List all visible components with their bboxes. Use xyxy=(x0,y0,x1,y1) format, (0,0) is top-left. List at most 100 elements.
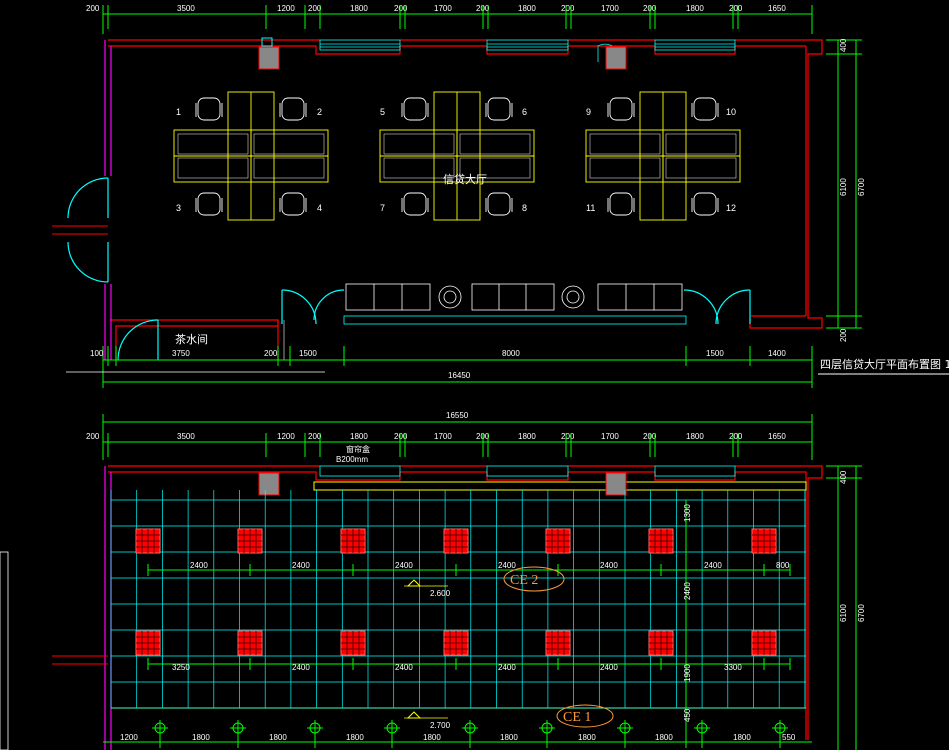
column-cap xyxy=(261,37,273,47)
v-dim-4: 450 xyxy=(683,708,692,722)
seat-number: 3 xyxy=(176,203,181,213)
ceiling-top-dim-13: 200 xyxy=(729,432,743,441)
row1-dim: 2400 xyxy=(498,561,516,570)
row1-dim: 2400 xyxy=(292,561,310,570)
row1-dim: 2400 xyxy=(395,561,413,570)
chair xyxy=(401,97,429,121)
bottom-dimension-chain xyxy=(66,346,813,388)
ceiling-bottom-dim: 1800 xyxy=(192,733,210,742)
desk-cluster xyxy=(173,91,329,221)
ceiling-top-dim-10: 1700 xyxy=(601,432,619,441)
ceiling-top-dim-6: 1700 xyxy=(434,432,452,441)
top-dim-4: 1800 xyxy=(350,4,368,13)
ce-label-2: CE 1 xyxy=(563,710,591,725)
total-dim-2: 16550 xyxy=(446,411,469,420)
bottom-dim-2: 200 xyxy=(264,349,278,358)
ceiling-top-dim-4: 1800 xyxy=(350,432,368,441)
sprinkler-marker xyxy=(539,720,555,748)
column xyxy=(605,46,627,70)
ceiling-plan: 16550 2003500120020018002001700200180020… xyxy=(0,411,866,750)
seat-number: 6 xyxy=(522,107,527,117)
top-dim-12: 1800 xyxy=(686,4,704,13)
row1-dim: 2400 xyxy=(600,561,618,570)
desk-cluster xyxy=(585,91,741,221)
top-dim-1: 3500 xyxy=(177,4,195,13)
left-wall xyxy=(104,40,112,360)
ceiling-grid xyxy=(110,490,806,709)
right-dim-3: 6700 xyxy=(857,178,866,196)
ceiling-bottom-dim: 1800 xyxy=(578,733,596,742)
row2-dim: 2400 xyxy=(498,663,516,672)
chair xyxy=(607,192,635,216)
bottom-dim-3: 1500 xyxy=(299,349,317,358)
column xyxy=(258,46,280,70)
top-dim-13: 200 xyxy=(729,4,743,13)
tea-room-label: 茶水间 xyxy=(175,333,208,346)
v-dim-1: 1300 xyxy=(683,504,692,522)
ceiling-top-dim-3: 200 xyxy=(308,432,322,441)
sprinkler-marker xyxy=(617,720,633,748)
light-fixture xyxy=(340,630,366,656)
seat-number: 12 xyxy=(726,203,736,213)
top-plan: 2003500120020018002001700200180020017002… xyxy=(52,4,949,388)
bottom-dim-6: 1400 xyxy=(768,349,786,358)
column-3 xyxy=(605,472,627,496)
desk-cluster xyxy=(379,91,535,221)
top-dim-9: 200 xyxy=(561,4,575,13)
v-dim-2: 2400 xyxy=(683,582,692,600)
ceiling-bottom-dim: 1800 xyxy=(733,733,751,742)
ceiling-bottom-dim: 550 xyxy=(782,733,796,742)
right-dim-b2: 6100 xyxy=(839,604,848,622)
column-2 xyxy=(258,472,280,496)
ceiling-bottom-dim: 1800 xyxy=(269,733,287,742)
ceiling-top-dim-5: 200 xyxy=(394,432,408,441)
row2-dim: 2400 xyxy=(600,663,618,672)
left-edge-box xyxy=(0,551,9,750)
sprinkler-marker xyxy=(462,720,478,748)
sprinkler-marker xyxy=(772,720,788,748)
row1-dim: 2400 xyxy=(704,561,722,570)
bottom-markers xyxy=(152,720,788,748)
sprinkler-marker xyxy=(152,720,168,748)
seat-number: 10 xyxy=(726,107,736,117)
sprinkler-marker xyxy=(230,720,246,748)
chair xyxy=(279,97,307,121)
chair xyxy=(195,97,223,121)
ceiling-bottom-dim: 1800 xyxy=(346,733,364,742)
ceiling-bottom-dim: 1800 xyxy=(423,733,441,742)
inner-dims xyxy=(148,500,790,748)
row2-dim: 3250 xyxy=(172,663,190,672)
top-dim-14: 1650 xyxy=(768,4,786,13)
entrance-door xyxy=(67,177,109,283)
light-fixture xyxy=(237,630,263,656)
right-dim-2: 6100 xyxy=(839,178,848,196)
ceiling-top-dim-2: 1200 xyxy=(277,432,295,441)
seat-number: 1 xyxy=(176,107,181,117)
bottom-dim-5: 1500 xyxy=(706,349,724,358)
light-fixture xyxy=(545,528,571,554)
level-1: 2.600 xyxy=(430,589,451,598)
right-dimensions xyxy=(826,39,862,329)
chair xyxy=(607,97,635,121)
chair xyxy=(691,97,719,121)
light-fixture xyxy=(545,630,571,656)
seat-number: 9 xyxy=(586,107,591,117)
ce-callout-1 xyxy=(503,566,565,592)
light-fixture xyxy=(443,528,469,554)
chair xyxy=(279,192,307,216)
sprinkler-marker xyxy=(384,720,400,748)
ceiling-bottom-dim: 1800 xyxy=(655,733,673,742)
light-fixture xyxy=(648,528,674,554)
seat-number: 8 xyxy=(522,203,527,213)
ce-label-1: CE 2 xyxy=(510,573,538,588)
light-fixture xyxy=(237,528,263,554)
door-swing-small xyxy=(597,43,613,62)
top-dim-0: 200 xyxy=(86,4,100,13)
sprinkler-marker xyxy=(694,720,710,748)
level-2: 2.700 xyxy=(430,721,451,730)
light-fixture xyxy=(751,528,777,554)
ceiling-windows xyxy=(319,465,736,477)
curtain-box xyxy=(313,481,807,491)
